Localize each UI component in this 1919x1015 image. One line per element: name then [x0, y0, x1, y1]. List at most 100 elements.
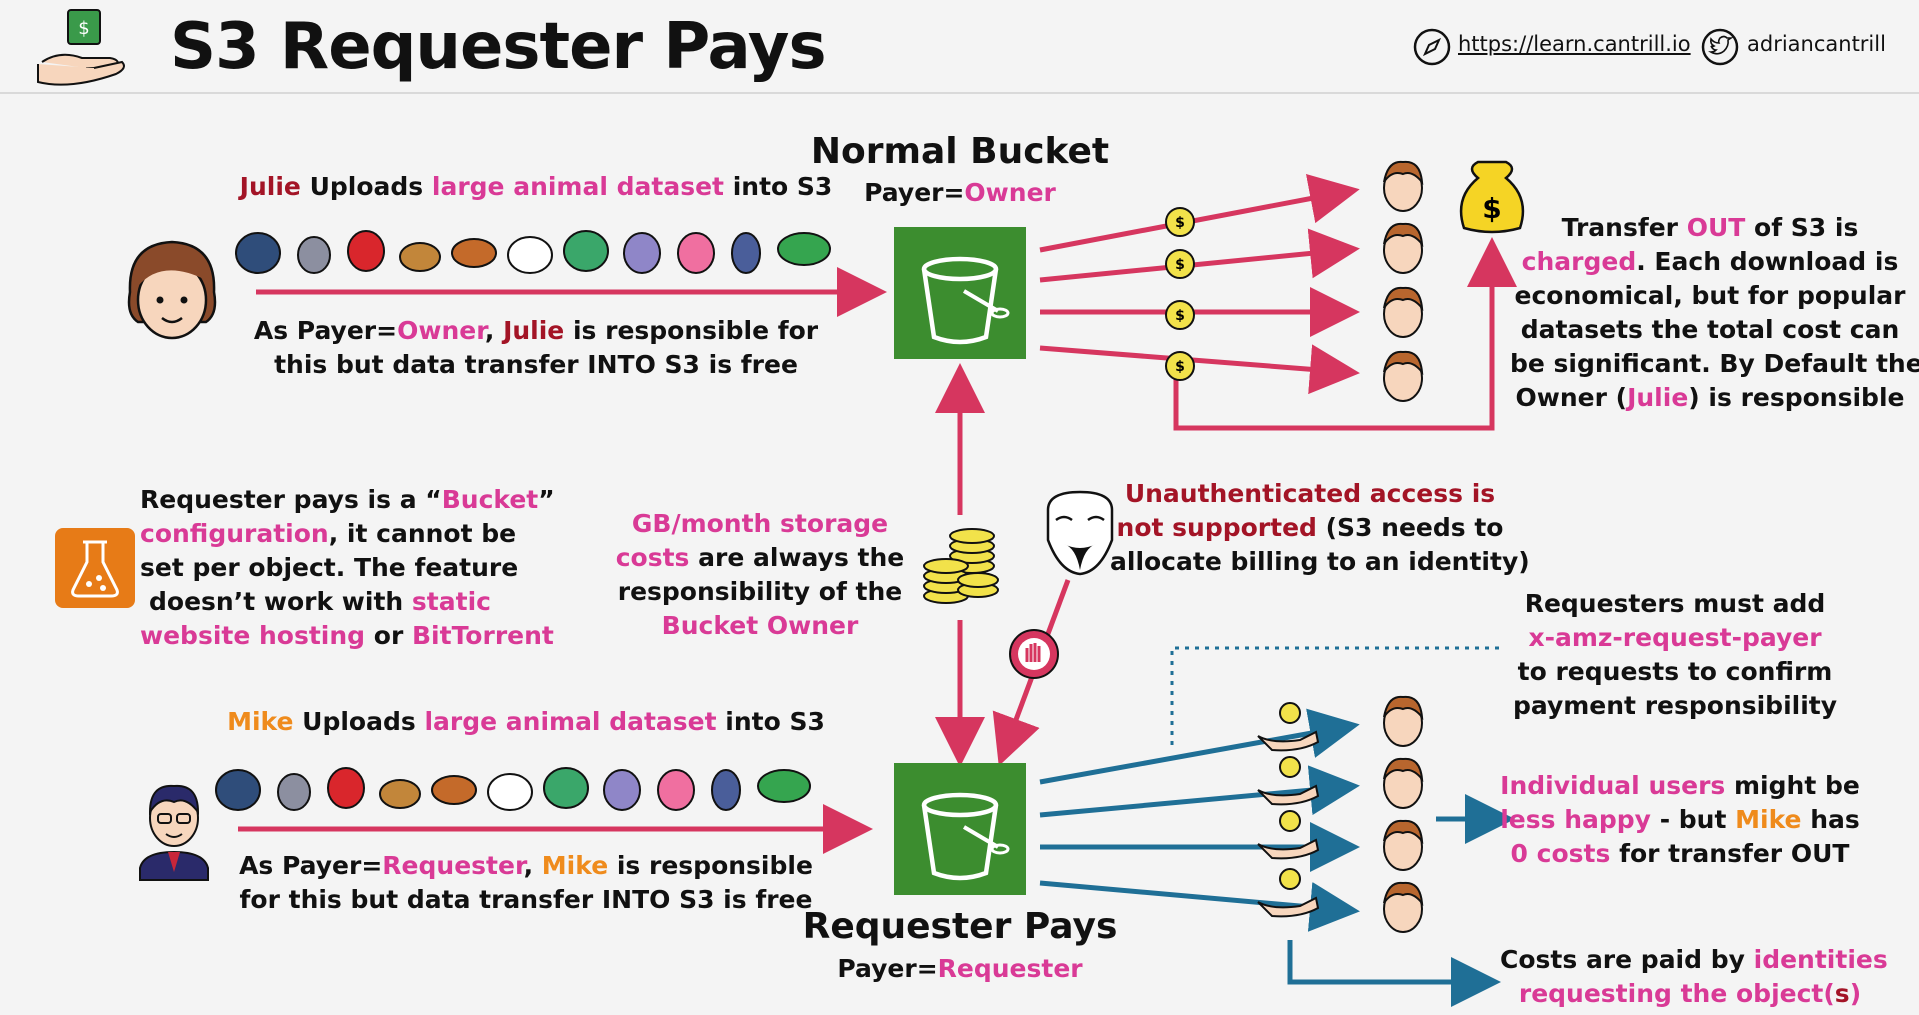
line: costs are always the: [600, 541, 920, 575]
t: website hosting: [140, 621, 366, 650]
note-text: ,: [484, 316, 504, 345]
requester-bucket-icon: [894, 763, 1026, 895]
svg-text:$: $: [1175, 215, 1185, 231]
transfer-out-note: Transfer OUT of S3 is charged. Each down…: [1510, 211, 1919, 415]
uploader-name: Julie: [503, 316, 565, 345]
costs-paid-arrow: [1287, 940, 1501, 1007]
note-line-1: As Payer=Requester, Mike is responsible: [226, 849, 826, 883]
note-text: As Payer=: [253, 316, 398, 345]
t: ): [1849, 979, 1862, 1008]
line: payment responsibility: [1512, 691, 1838, 720]
dataset-name: large animal dataset: [431, 172, 725, 201]
t: Mike: [1735, 805, 1802, 834]
t: Bucket: [441, 485, 539, 514]
payer-value: Owner: [964, 178, 1056, 207]
payer-label: Payer=: [864, 178, 965, 207]
line: be significant. By Default the: [1510, 349, 1919, 378]
line: doesn’t work with static: [140, 585, 500, 619]
uploader-name: Julie: [239, 172, 301, 201]
t: . Each download is: [1636, 247, 1899, 276]
compass-icon[interactable]: [1412, 27, 1452, 67]
normal-bucket-payer: Payer=Owner: [760, 176, 1160, 210]
julie-payer-note: As Payer=Owner, Julie is responsible for…: [236, 314, 836, 382]
note-text: is responsible: [608, 851, 813, 880]
t: , it cannot be: [328, 519, 517, 548]
normal-bucket-heading: Normal Bucket: [810, 131, 1110, 172]
t: Julie: [1627, 383, 1689, 412]
downloader-faces-requester: [1378, 693, 1428, 943]
page-title: S3 Requester Pays: [170, 10, 827, 84]
t: ”: [538, 485, 555, 514]
requester-arrow-1: [1039, 708, 1360, 785]
flask-config-icon: [55, 528, 135, 608]
request-payer-header-note: Requesters must add x-amz-request-payer …: [1480, 587, 1870, 723]
svg-text:$: $: [1175, 257, 1185, 273]
t: - but: [1650, 805, 1736, 834]
t: charged: [1521, 247, 1637, 276]
t: configuration: [140, 519, 329, 548]
coin-stack-icon: [923, 528, 999, 604]
line: not supported (S3 needs to: [1110, 511, 1510, 545]
uploader-name: Mike: [227, 707, 294, 736]
t: Transfer: [1561, 213, 1687, 242]
line: Owner (Julie) is responsible: [1510, 381, 1910, 415]
open-hand-icons: [1257, 730, 1320, 918]
bucket-config-note: Requester pays is a “Bucket” configurati…: [140, 483, 555, 653]
header-bar: $ S3 Requester Pays https://learn.cantri…: [0, 0, 1919, 94]
coin-icons: $ $ $ $: [1165, 207, 1195, 381]
t: requesting the object(: [1518, 979, 1835, 1008]
costs-paid-note: Costs are paid by identities requesting …: [1500, 943, 1888, 1011]
user-face-icon: [1383, 695, 1424, 933]
t: or: [365, 621, 412, 650]
payer-value: Requester: [382, 851, 524, 880]
individual-users-note: Individual users might be less happy - b…: [1500, 769, 1860, 871]
line: allocate billing to an identity): [1110, 547, 1530, 576]
storage-cost-note: GB/month storage costs are always the re…: [600, 507, 920, 643]
line: configuration, it cannot be: [140, 517, 516, 551]
line: Requester pays is a “Bucket”: [140, 483, 555, 517]
twitter-bird-icon[interactable]: [1700, 27, 1740, 67]
svg-text:$: $: [1175, 359, 1185, 375]
uploader-name: Mike: [541, 851, 609, 880]
upload-suffix: into S3: [724, 172, 833, 201]
mike-avatar-icon: [139, 784, 209, 881]
t: Owner (: [1515, 383, 1628, 412]
t: s: [1834, 979, 1850, 1008]
animal-icons: [215, 767, 811, 811]
note-text: ,: [523, 851, 542, 880]
t: not supported: [1116, 513, 1317, 542]
t: ) is responsible: [1688, 383, 1905, 412]
line: 0 costs for transfer OUT: [1500, 837, 1860, 871]
t: static: [411, 587, 491, 616]
line: Bucket Owner: [661, 611, 859, 640]
t: Requester pays is a “: [140, 485, 442, 514]
line: charged. Each download is: [1510, 245, 1910, 279]
t: Costs are paid by: [1500, 945, 1754, 974]
svg-text:$: $: [1175, 308, 1185, 324]
twitter-handle[interactable]: adriancantrill: [1747, 32, 1886, 56]
mike-upload-caption: Mike Uploads large animal dataset into S…: [226, 705, 826, 739]
line: Costs are paid by identities: [1500, 943, 1888, 977]
t: are always the: [689, 543, 905, 572]
line: datasets the total cost can: [1520, 315, 1900, 344]
line: responsibility of the: [617, 577, 903, 606]
t: (S3 needs to: [1316, 513, 1504, 542]
mike-payer-note: As Payer=Requester, Mike is responsible …: [226, 849, 826, 917]
animal-dataset-row-julie: [234, 223, 874, 279]
upload-verb: Uploads: [300, 172, 432, 201]
requester-arrow-4: [1039, 880, 1360, 932]
julie-avatar-icon: [127, 240, 217, 340]
user-face-icon: [1383, 160, 1424, 402]
t: Individual users: [1500, 771, 1726, 800]
t: 0 costs: [1510, 839, 1611, 868]
upload-suffix: into S3: [716, 707, 825, 736]
t: might be: [1725, 771, 1860, 800]
payer-value: Owner: [397, 316, 485, 345]
julie-upload-caption: Julie Uploads large animal dataset into …: [236, 170, 836, 204]
line: economical, but for popular: [1514, 281, 1906, 310]
charge-return-arrow: [1173, 237, 1517, 431]
animal-dataset-row-mike: [214, 760, 854, 816]
money-bag-icon: $: [1459, 160, 1525, 234]
line: set per object. The feature: [140, 553, 519, 582]
site-link[interactable]: https://learn.cantrill.io: [1458, 32, 1691, 56]
